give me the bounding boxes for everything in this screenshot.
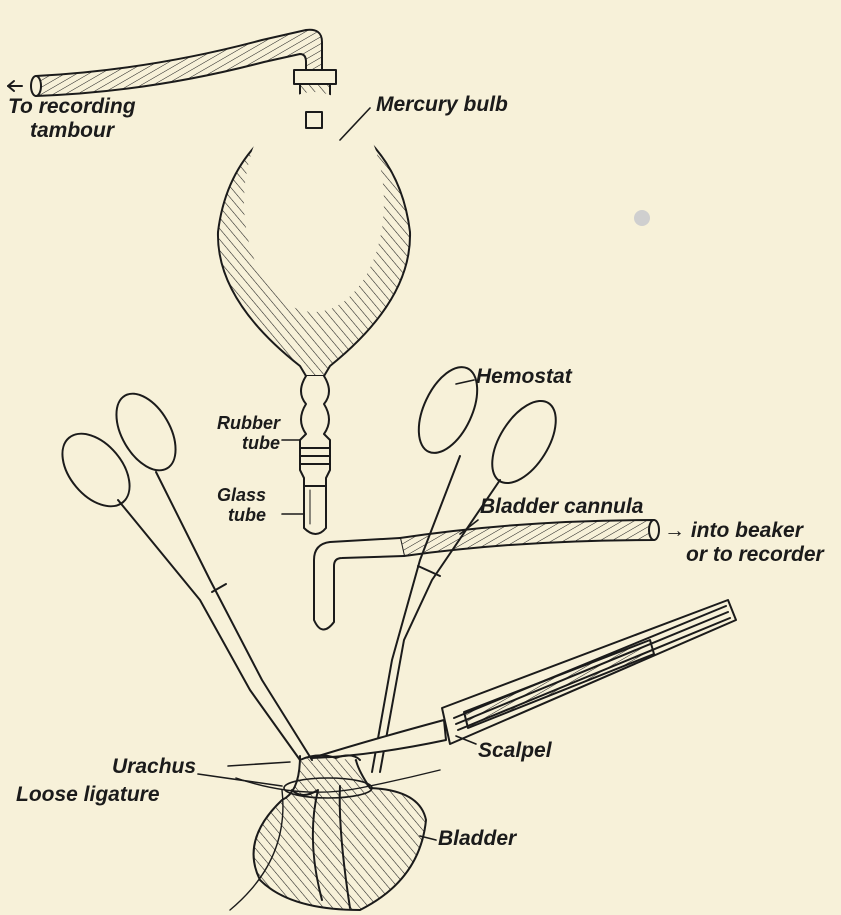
- label-tambour: tambour: [30, 120, 114, 142]
- stain-dot: [634, 210, 650, 226]
- mercury-bulb: [218, 70, 410, 534]
- label-or-to-recorder: or to recorder: [686, 544, 824, 566]
- bladder: [230, 755, 440, 910]
- label-rubber-tube: tube: [200, 434, 280, 453]
- label-into-beaker: → into beaker: [664, 520, 803, 542]
- label-glass-tube: tube: [200, 506, 266, 525]
- label-loose-ligature: Loose ligature: [16, 784, 160, 806]
- label-hemostat: Hemostat: [476, 366, 572, 388]
- label-glass: Glass: [200, 486, 266, 505]
- scalpel: [312, 600, 736, 758]
- label-bladder-cannula: Bladder cannula: [480, 496, 643, 518]
- bladder-cannula: [314, 520, 659, 630]
- label-scalpel: Scalpel: [478, 740, 552, 762]
- label-urachus: Urachus: [112, 756, 196, 778]
- label-rubber: Rubber: [200, 414, 280, 433]
- label-mercury-bulb: Mercury bulb: [376, 94, 508, 116]
- label-bladder: Bladder: [438, 828, 516, 850]
- tambour-tube: [8, 30, 322, 96]
- label-to-recording: To recording: [8, 96, 136, 118]
